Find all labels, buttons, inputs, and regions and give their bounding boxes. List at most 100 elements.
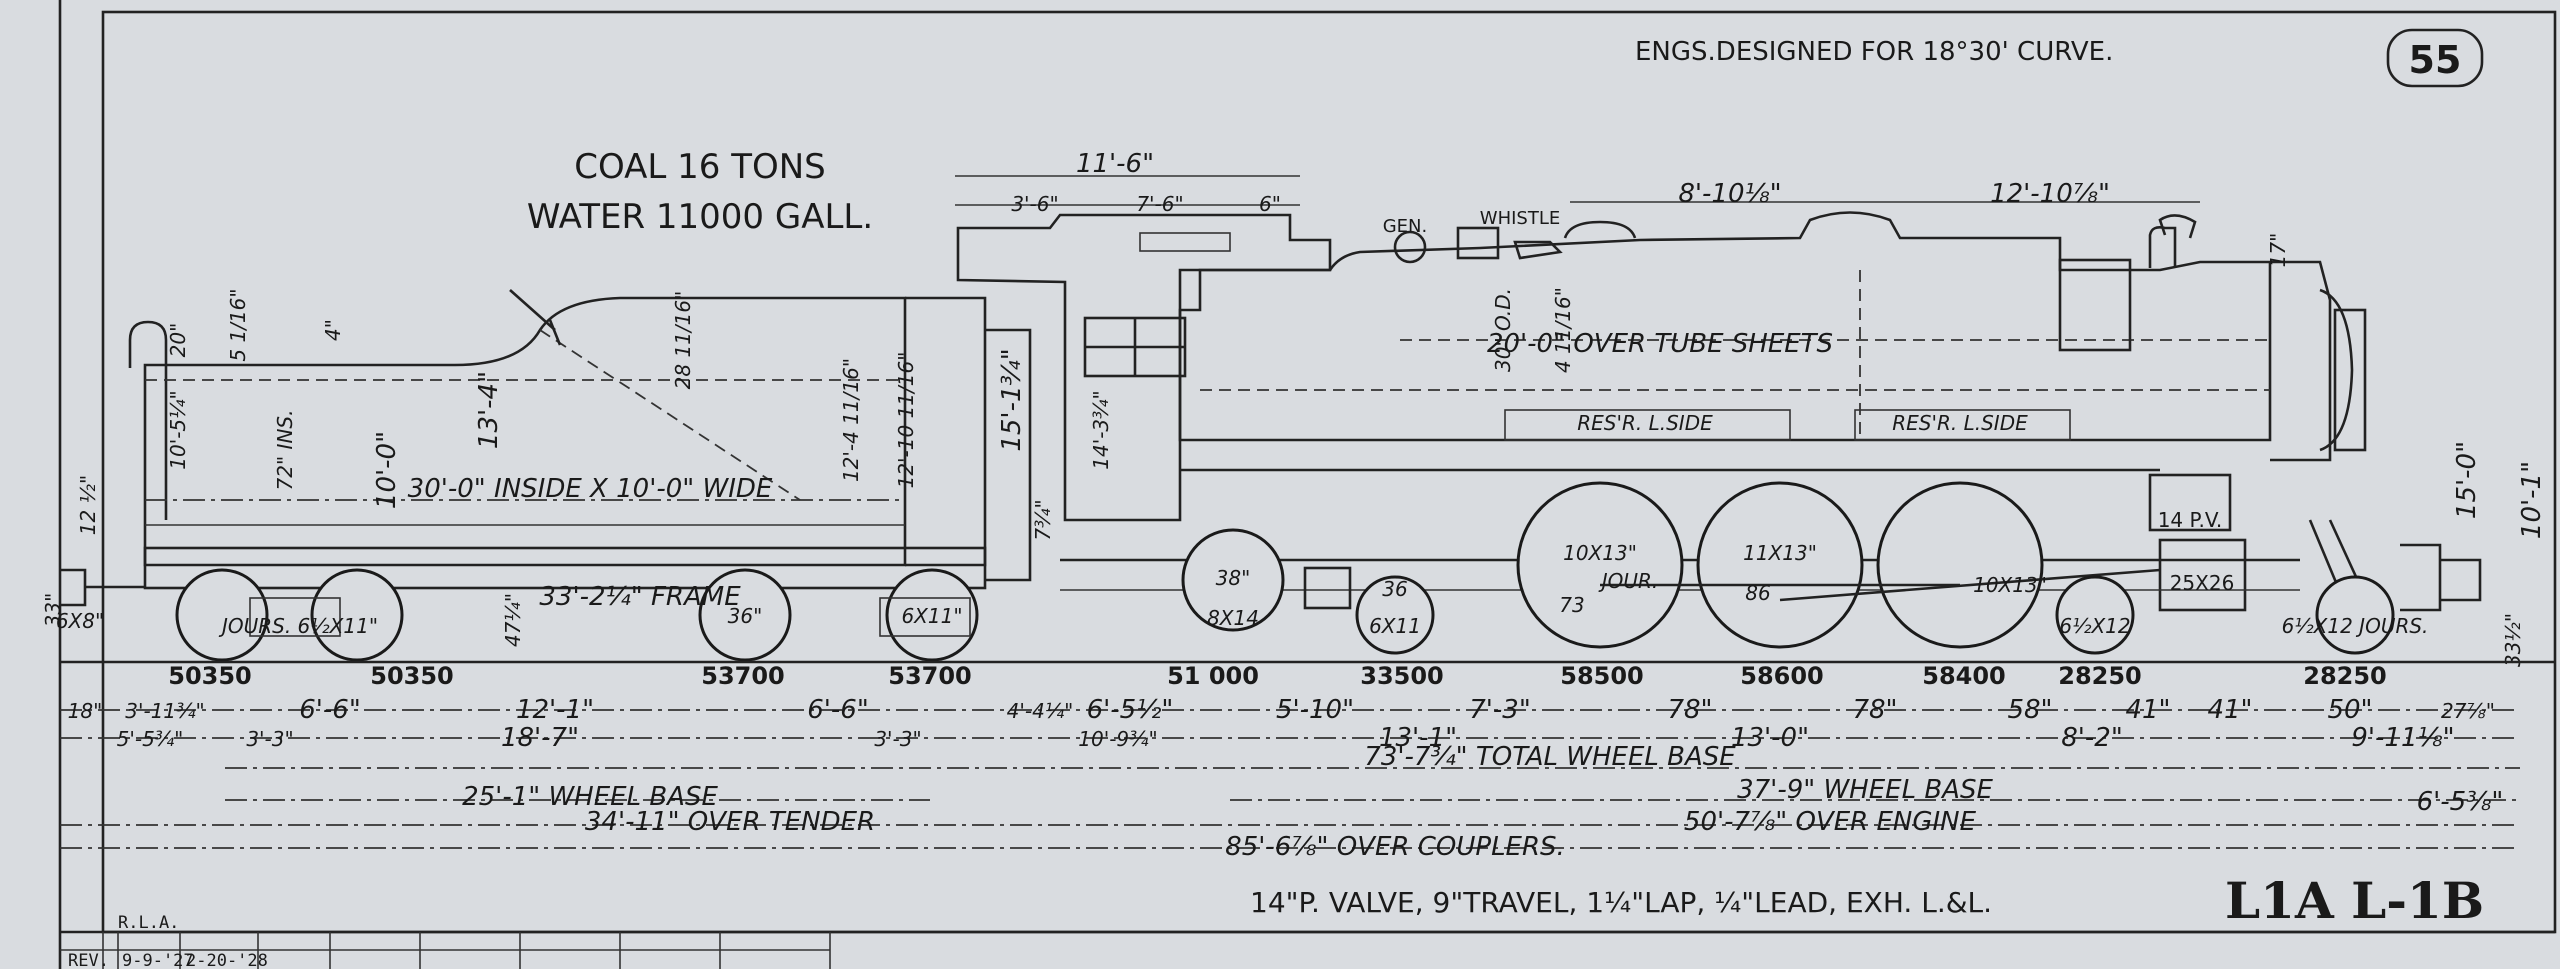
bd1-7: 5'-10"	[1276, 695, 1354, 725]
reservoir-1	[1504, 409, 1791, 441]
top-dim-1: 11'-6"	[1076, 149, 1154, 179]
trailer-journal: 8X14	[1207, 606, 1259, 630]
load-2: 50350	[370, 662, 454, 690]
pony-wheel-1	[2055, 575, 2135, 655]
top-dimensions: 11'-6" 3'-6" 7'-6" 6" 8'-10⅛" 12'-10⅞"	[955, 149, 2200, 216]
valve-chest	[2148, 473, 2232, 532]
revision-date-1: 9-9-'27	[122, 951, 194, 969]
bd1-0: 18"	[68, 699, 103, 723]
vdim-17: 17"	[2266, 233, 2290, 268]
bd2-1: 3'-3"	[246, 727, 293, 751]
whistle	[1456, 226, 1500, 260]
tender-inside-dim: 30'-0" INSIDE X 10'-0" WIDE	[408, 474, 773, 504]
bd2-8: 9'-11⅛"	[2351, 723, 2454, 753]
coal-capacity: COAL 16 TONS	[574, 147, 826, 187]
vdim-15: 15'-0"	[2452, 441, 2482, 519]
rear-overhang: 6'-5⅜"	[2417, 787, 2504, 817]
smokestack	[2158, 214, 2197, 239]
bd1-2: 6'-6"	[299, 695, 361, 725]
bd1-14: 50"	[2327, 695, 2372, 725]
reservoir-label-1: RES'R. L.SIDE	[1577, 411, 1713, 435]
load-7: 58500	[1560, 662, 1644, 690]
coupler-size: 6X8"	[56, 609, 104, 633]
tender-rear-handrail	[128, 320, 168, 520]
trailer-dia: 38"	[1216, 566, 1251, 590]
over-engine: 50'-7⅞" OVER ENGINE	[1684, 807, 1977, 837]
trailing-wheel-2	[1355, 575, 1435, 655]
curve-note: ENGS.DESIGNED FOR 18°30' CURVE.	[1635, 37, 2113, 67]
tender-wheel-dia: 36"	[728, 604, 763, 628]
load-5: 51 000	[1167, 662, 1259, 690]
bd2-3: 3'-3"	[874, 727, 921, 751]
load-4: 53700	[888, 662, 972, 690]
front-coupler	[2400, 543, 2442, 612]
reservoir-label-2: RES'R. L.SIDE	[1892, 411, 2028, 435]
driver-1	[1516, 481, 1684, 649]
top-dim-3: 7'-6"	[1136, 192, 1183, 216]
smokebox-door-housing	[2058, 258, 2132, 352]
bd1-4: 6'-6"	[807, 695, 869, 725]
bd1-6: 6'-5½"	[1087, 695, 1174, 725]
vdim-8: 13'-4"	[474, 371, 504, 449]
vdim-10: 12'-10 11/16"	[894, 352, 918, 489]
driver-1-dia: 73	[1559, 593, 1584, 617]
pony-journal-2: 6½X12 JOURS.	[2282, 614, 2429, 638]
main-rod	[1779, 568, 2161, 602]
driver-1-jour: JOUR.	[1598, 569, 1659, 593]
cylinder	[2158, 538, 2247, 612]
cylinder-label: 25X26	[2170, 571, 2235, 595]
load-6: 33500	[1360, 662, 1444, 690]
driver-1-journal: 10X13"	[1563, 541, 1637, 565]
axle-loads: 50350 50350 53700 53700 51 000 33500 585…	[168, 662, 2387, 690]
whistle-label: WHISTLE	[1480, 208, 1560, 229]
load-11: 28250	[2303, 662, 2387, 690]
load-8: 58600	[1740, 662, 1824, 690]
tender-journal: JOURS. 6½X11"	[218, 614, 378, 638]
water-capacity: WATER 11000 GALL.	[527, 197, 873, 237]
vdim-7: 10'-0"	[372, 431, 402, 509]
generator	[1393, 230, 1427, 264]
reservoir-2	[1854, 409, 2071, 441]
dimension-lines	[60, 709, 2520, 849]
bd1-15: 27⅞"	[2441, 699, 2495, 723]
over-couplers: 85'-6⅞" OVER COUPLERS.	[1225, 832, 1565, 862]
trailing-wheel-1	[1181, 528, 1285, 632]
top-dim-6: 12'-10⅞"	[1990, 179, 2110, 209]
tender	[60, 289, 1032, 662]
revision-block: R.L.A. REV. 9-9-'27 2-20-'28	[60, 913, 831, 969]
total-wheel-base: 73'-7¾" TOTAL WHEEL BASE	[1364, 742, 1736, 772]
engine-wheel-base: 37'-9" WHEEL BASE	[1737, 775, 1993, 805]
driver-2-dia: 86	[1745, 581, 1770, 605]
vdim-2: 5 1/16"	[226, 288, 250, 361]
top-dim-4: 6"	[1259, 192, 1281, 216]
bd2-2: 18'-7"	[501, 723, 579, 753]
top-dim-2: 3'-6"	[1011, 192, 1058, 216]
bd2-0: 5'-5¾"	[117, 727, 184, 751]
locomotive	[956, 211, 2482, 655]
driver-2	[1696, 481, 1864, 649]
bd1-12: 41"	[2125, 695, 2170, 725]
vdim-14: 4 11/16"	[1551, 287, 1575, 373]
bd1-13: 41"	[2207, 695, 2252, 725]
vdim-13: 30" O.D.	[1491, 288, 1515, 372]
sheet-number: 55	[2409, 38, 2462, 82]
vertical-dimensions: 20" 5 1/16" 4" 28 11/16" 10'-5¼" 72" INS…	[41, 233, 2547, 667]
bd1-10: 78"	[1852, 695, 1897, 725]
bottom-dims-row1: 18" 3'-11¾" 6'-6" 12'-1" 6'-6" 4'-4¼" 6'…	[68, 695, 2495, 725]
bd1-9: 78"	[1667, 695, 1712, 725]
bd2-7: 8'-2"	[2061, 723, 2123, 753]
bd2-6: 13'-0"	[1731, 723, 1809, 753]
vdim-18: 12 ½"	[76, 475, 100, 535]
revision-label: REV.	[68, 951, 109, 969]
tube-sheets-dim: 20'-0" OVER TUBE SHEETS	[1487, 329, 1833, 359]
driver-2-journal: 11X13"	[1743, 541, 1817, 565]
bd1-8: 7'-3"	[1469, 695, 1531, 725]
vdim-1: 20"	[166, 323, 190, 358]
vdim-20: 47¼"	[501, 593, 525, 647]
bd1-3: 12'-1"	[516, 695, 594, 725]
vdim-21: 7¾"	[1031, 499, 1055, 540]
vdim-5: 10'-5¼"	[166, 390, 190, 469]
pv-label: 14 P.V.	[2158, 508, 2223, 532]
sheet-number-badge: 55	[2386, 28, 2484, 88]
